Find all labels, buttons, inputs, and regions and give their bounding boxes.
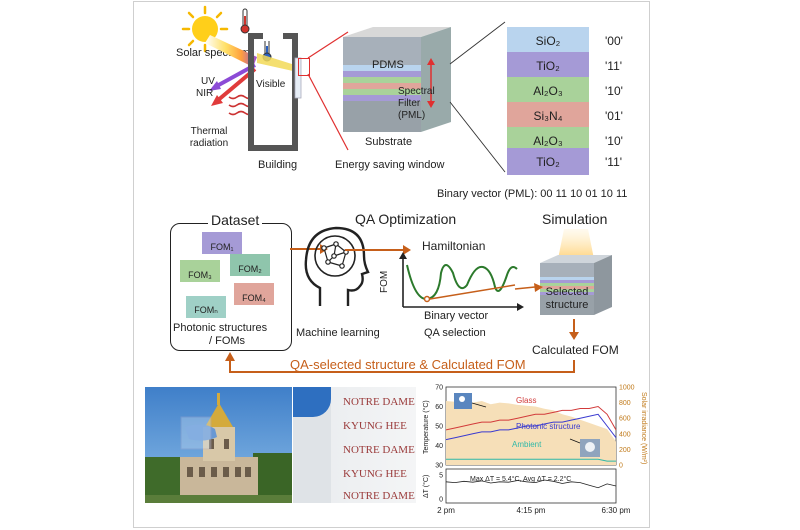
spectral-filter-label: Spectral Filter (PML) (398, 86, 435, 121)
x-tick-label: 4:15 pm (517, 506, 546, 515)
machine-learning-label: Machine learning (296, 327, 380, 339)
banner-text-4: KYUNG HEE (343, 468, 407, 480)
glove-shape (293, 387, 331, 417)
fom-item-4: FOM₄ (234, 283, 274, 305)
right-tick-label: 1000 (619, 385, 635, 392)
series-line-2 (446, 458, 616, 462)
fom-item-n: FOMₙ (186, 296, 226, 318)
building-label: Building (258, 159, 298, 171)
zoom-lines (307, 31, 349, 151)
x-tick-label: 2 pm (437, 506, 455, 515)
feedback-loop (225, 352, 575, 373)
arrow-to-calculated-fom (569, 319, 579, 340)
banner-text-1: NOTRE DAME (343, 396, 415, 408)
layer-5-code: '11' (605, 155, 623, 169)
foms-label: / FOMs (209, 335, 246, 347)
sun-inset-icon (459, 396, 465, 402)
left-axis-label: Temperature (°C) (422, 400, 430, 454)
calculated-fom-label: Calculated FOM (532, 343, 619, 357)
right-tick-label: 200 (619, 447, 631, 454)
right-tick-label: 0 (619, 463, 623, 470)
layer-5: TiO₂ (507, 148, 589, 175)
delta-t-annotation: Max ΔT = 5.4°C, Avg ΔT = 2.2°C (470, 475, 571, 483)
right-tick-label: 800 (619, 400, 631, 407)
delta-tick-label: 5 (439, 473, 443, 480)
energy-saving-window-label: Energy saving window (335, 159, 445, 171)
feedback-label: QA-selected structure & Calculated FOM (286, 358, 530, 371)
arrow-to-simulation (514, 283, 543, 292)
glass-legend-label: Glass (516, 396, 536, 405)
right-tick-label: 600 (619, 416, 631, 423)
delta-plot-frame (445, 468, 617, 504)
delta-t-line (445, 479, 617, 489)
binary-vector-label: Binary vector (PML): 00 11 10 01 10 11 (437, 188, 628, 200)
dataset-title: Dataset (208, 213, 263, 227)
inset-pointer-1 (471, 402, 487, 408)
fom-item-3: FOM₃ (180, 260, 220, 282)
pdms-label: PDMS (372, 59, 404, 71)
campus-photo (145, 387, 292, 503)
building-outline (248, 33, 302, 151)
right-tick-label: 400 (619, 431, 631, 438)
left-tick-label: 30 (435, 463, 443, 470)
delta-axis-label: ΔT (°C) (422, 475, 430, 498)
simulation-cube (540, 229, 612, 315)
left-tick-label: 60 (435, 404, 443, 411)
figure-frame (133, 1, 650, 528)
stack-connector-lines (449, 21, 506, 173)
left-tick-label: 40 (435, 443, 443, 450)
x-tick-label: 6:30 pm (602, 506, 631, 515)
layer-1-code: '11' (605, 59, 623, 73)
cloud-inset-icon (585, 442, 595, 452)
arrow-to-hamiltonian (345, 245, 411, 255)
thermometer-icon (240, 8, 250, 34)
left-tick-label: 50 (435, 424, 443, 431)
series-line-1 (445, 413, 617, 441)
ambient-legend-label: Ambient (512, 440, 542, 449)
layer-3: Si₃N₄ (507, 102, 589, 129)
banner-photo: NOTRE DAME KYUNG HEE NOTRE DAME KYUNG HE… (293, 387, 416, 503)
hamiltonian-label: Hamiltonian (422, 239, 486, 253)
selected-structure-label: Selected structure (545, 286, 589, 311)
layer-2: Al₂O₃ (507, 77, 589, 104)
window-highlight (298, 58, 310, 76)
hamiltonian-plot (399, 252, 524, 311)
layer-2-code: '10' (605, 84, 623, 98)
uv-label: UV (201, 76, 215, 87)
solar-spectrum-label: Solar spectrum (176, 47, 250, 59)
window-cube (343, 27, 451, 132)
simulation-title: Simulation (542, 211, 608, 227)
thermal-radiation-label: Thermal radiation (189, 126, 229, 149)
brain-head-icon (304, 226, 370, 306)
fom-item-2: FOM₂ (230, 254, 270, 276)
nir-label: NIR (196, 88, 214, 99)
series-line-0 (445, 405, 617, 431)
layer-3-code: '01' (605, 109, 623, 123)
inset-pointer-2 (569, 438, 581, 444)
qa-optimization-title: QA Optimization (355, 211, 457, 227)
banner-text-2: KYUNG HEE (343, 420, 407, 432)
substrate-label: Substrate (365, 136, 413, 148)
photonic-structures-label: Photonic structures (173, 322, 268, 334)
layer-0-code: '00' (605, 34, 623, 48)
sun-icon (181, 5, 229, 53)
banner-text-5: NOTRE DAME (343, 490, 415, 502)
right-axis-label: Solar irradiance (W/m²) (640, 392, 647, 464)
qa-selection-label: QA selection (424, 327, 486, 339)
visible-label: Visible (256, 79, 286, 90)
delta-tick-label: 0 (439, 497, 443, 504)
photonic-legend-label: Photonic structure (516, 422, 581, 431)
fom-item-1: FOM₁ (202, 232, 242, 254)
layer-1: TiO₂ (507, 52, 589, 79)
binary-vector-axis-label: Binary vector (424, 310, 489, 322)
left-tick-label: 70 (435, 385, 443, 392)
fom-axis-label: FOM (379, 270, 390, 293)
banner-text-3: NOTRE DAME (343, 444, 415, 456)
layer-4-code: '10' (605, 134, 623, 148)
layer-0: SiO₂ (507, 27, 589, 54)
irradiance-area (446, 400, 616, 465)
